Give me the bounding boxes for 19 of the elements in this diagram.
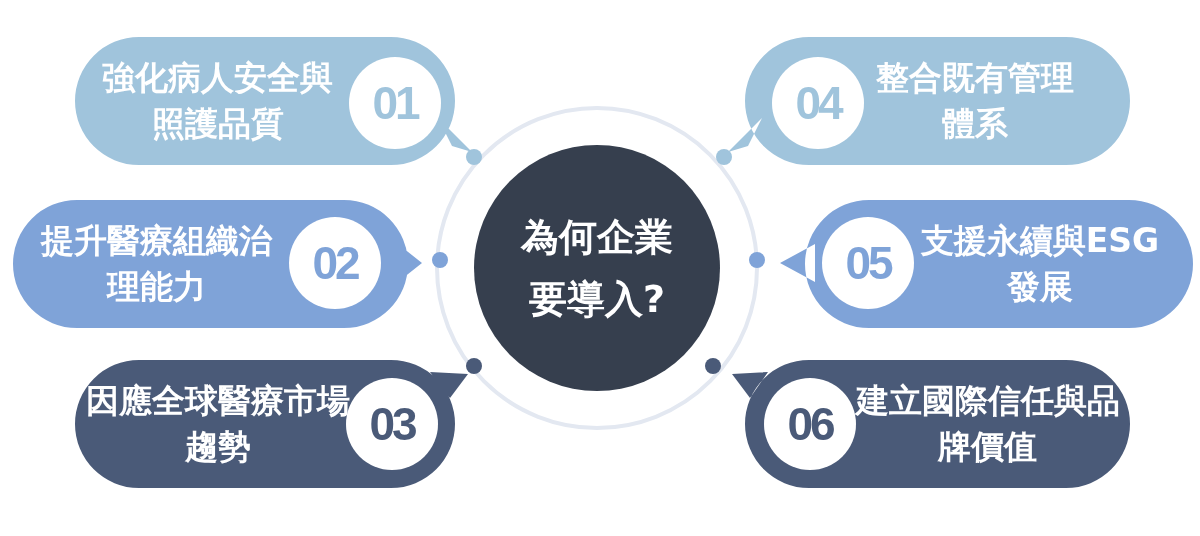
number-label: 02 [312, 238, 358, 288]
number-label: 03 [369, 399, 415, 449]
speech-bubble [780, 200, 1193, 328]
bubble-text: 建立國際信任與品牌價值 [855, 380, 1120, 468]
speech-bubble [75, 37, 472, 165]
bubble-text: 支援永續與ESG 發展 [920, 220, 1160, 308]
number-label: 05 [845, 238, 891, 288]
bubble-text: 強化病人安全與照護品質 [101, 57, 334, 145]
center-title: 為何企業要導入? [519, 214, 674, 323]
speech-bubble [75, 360, 468, 488]
bubble-text: 因應全球醫療市場趨勢 [85, 380, 350, 468]
speech-bubble [732, 360, 1130, 488]
bubble-text: 整合既有管理體系 [875, 57, 1075, 145]
number-label: 06 [787, 399, 833, 449]
speech-bubble [728, 37, 1130, 165]
bubble-text: 提升醫療組織治理能力 [39, 220, 274, 308]
number-label: 01 [372, 78, 418, 128]
number-label: 04 [795, 78, 841, 128]
speech-bubble [13, 200, 422, 328]
